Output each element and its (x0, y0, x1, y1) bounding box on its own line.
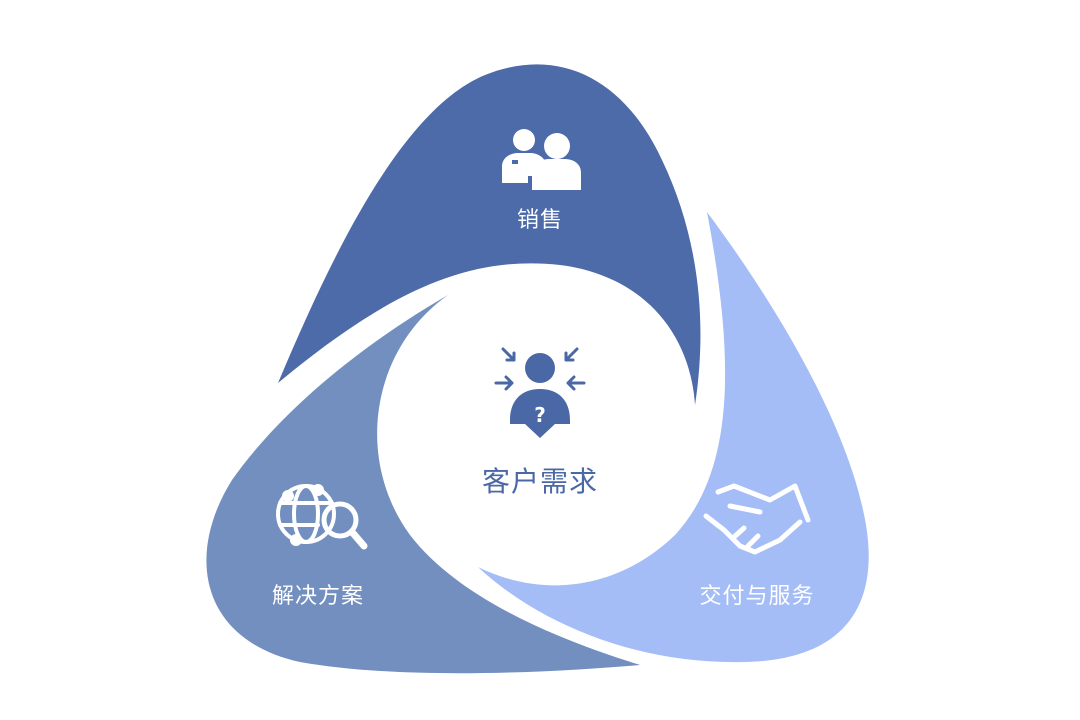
handshake-icon (703, 483, 811, 555)
center-label: 客户需求 (481, 465, 599, 498)
segment-solution (206, 295, 640, 674)
segment-delivery (478, 212, 869, 663)
globe-search-icon (276, 484, 368, 550)
segment-label-solution: 解决方案 (271, 584, 365, 609)
svg-text:?: ? (534, 403, 546, 427)
segment-label-delivery: 交付与服务 (699, 584, 815, 609)
customer-question-icon: ? (494, 347, 586, 438)
users-icon (502, 129, 581, 190)
segment-sales (278, 64, 701, 405)
segment-label-sales: 销售 (516, 208, 564, 233)
